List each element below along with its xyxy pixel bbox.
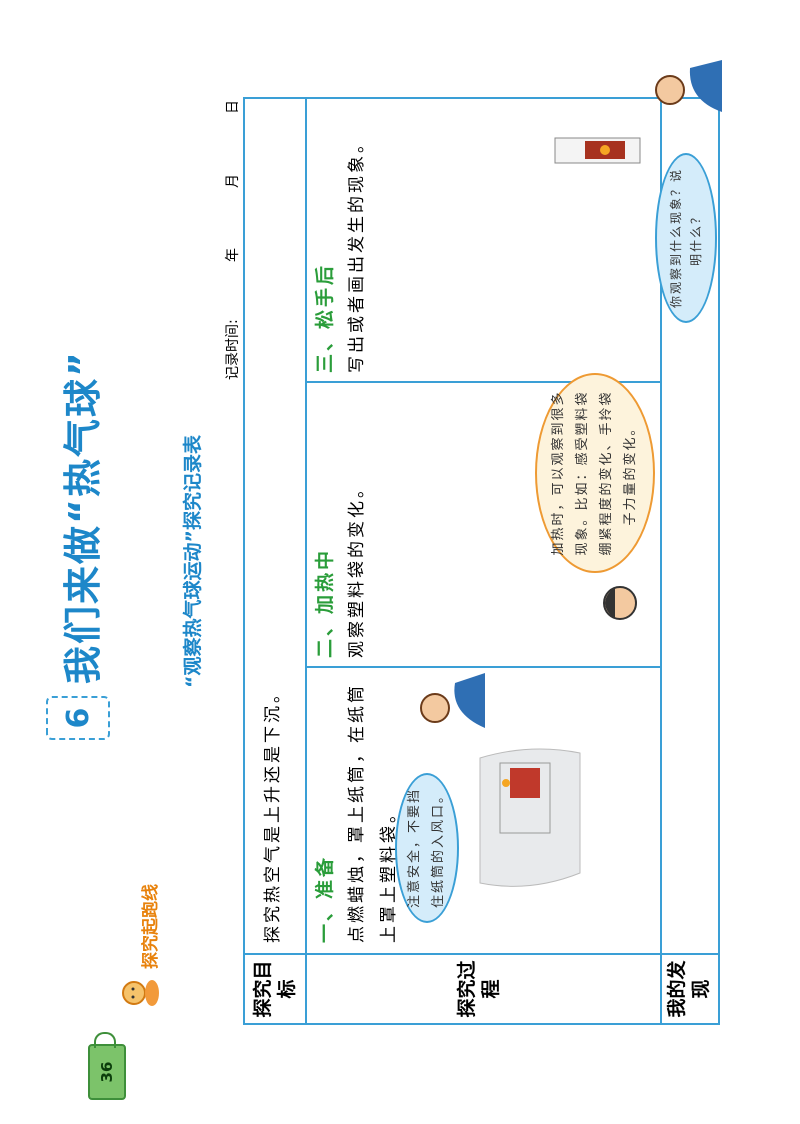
girl-figure-icon: [603, 586, 637, 620]
step-2-text: 观察塑料袋的变化。: [347, 478, 367, 658]
step-1-text: 点燃蜡烛，罩上纸筒，在纸筒上罩上塑料袋。: [347, 683, 399, 943]
lesson-number: 6: [60, 707, 96, 729]
goal-label: 探究目标: [252, 960, 298, 1018]
divider: [305, 99, 307, 1023]
step-1-heading: 一、准备: [314, 854, 336, 943]
step-1: 一、准备 点燃蜡烛，罩上纸筒，在纸筒上罩上塑料袋。: [309, 673, 405, 943]
tag-hook-icon: [94, 1032, 116, 1048]
month-field[interactable]: 月: [225, 174, 241, 188]
teacher-figure-icon: [655, 60, 722, 112]
step-3: 三、松手后 写出或者画出发生的现象。: [309, 103, 373, 373]
record-table: 探究目标 探究热空气是上升还是下沉。 探究过程 一、准备 点燃蜡烛，罩上纸筒，在…: [243, 97, 720, 1025]
mascot-icon: [122, 980, 159, 1006]
goal-text[interactable]: 探究热空气是上升还是下沉。: [263, 683, 283, 943]
process-label: 探究过程: [456, 960, 502, 1018]
year-field[interactable]: 年: [225, 248, 241, 262]
step-3-heading: 三、松手后: [314, 262, 336, 373]
step-2: 二、加热中 观察塑料袋的变化。: [309, 388, 373, 658]
page-subtitle: “观察热气球运动”探究记录表: [182, 435, 204, 688]
finding-label: 我的发现: [666, 960, 712, 1018]
tip-cloud-safety: 注意安全，不要挡住纸筒的入风口。: [395, 773, 459, 923]
page-number: 36: [98, 1061, 116, 1083]
lesson-number-badge: 6: [46, 696, 110, 740]
section-label: 探究起跑线: [141, 884, 161, 969]
page-title: 我们来做“热气球”: [61, 350, 105, 684]
teacher-figure-icon: [420, 673, 485, 728]
tip-cloud-finding: 你观察到什么现象？说明什么？: [655, 153, 717, 323]
record-time: 记录时间: 年 月 日: [222, 100, 242, 380]
divider: [245, 953, 718, 955]
candle-cup-illustration: [554, 137, 641, 164]
divider: [305, 666, 660, 668]
page-number-tag: 36: [88, 1044, 126, 1100]
record-time-label: 记录时间:: [225, 319, 241, 380]
candle-bag-illustration: [479, 748, 581, 887]
tip-cloud-heating: 加热时，可以观察到很多现象。比如：感受塑料袋绷紧程度的变化、手拎袋子力量的变化。: [535, 373, 655, 573]
step-2-heading: 二、加热中: [314, 547, 336, 658]
day-field[interactable]: 日: [225, 100, 241, 114]
step-3-text[interactable]: 写出或者画出发生的现象。: [347, 133, 367, 373]
